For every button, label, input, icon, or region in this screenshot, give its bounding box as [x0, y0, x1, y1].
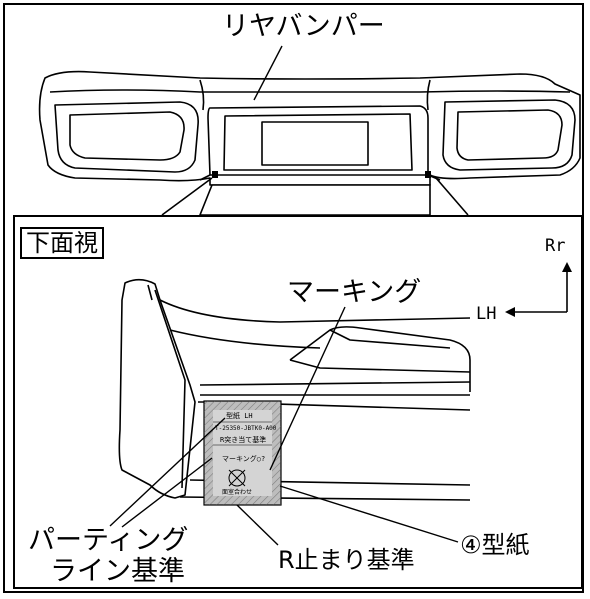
template-label: ④型紙 — [460, 531, 530, 559]
marking-label: マーキング — [287, 277, 422, 308]
parting-line-label-1: パーティング — [28, 525, 189, 556]
lh-direction-label: LH — [476, 304, 497, 324]
template-sheet-marking: マーキング○? — [222, 455, 266, 463]
rear-bumper-title: リヤバンパー — [222, 11, 385, 42]
rr-direction-label: Rr — [545, 236, 566, 256]
r-stop-reference-label: R止まり基準 — [278, 546, 415, 574]
template-sheet-reference: R突き当て基準 — [220, 436, 267, 444]
title-leader — [253, 45, 283, 101]
template-sheet-align: 面室合わせ — [222, 489, 253, 496]
bottom-view-frame — [13, 215, 583, 589]
template-sheet-title: 型紙 LH — [226, 412, 253, 420]
direction-arrows — [505, 262, 572, 317]
leader-lines — [109, 306, 459, 546]
right-marker — [425, 171, 431, 178]
outer-frame — [3, 3, 584, 593]
template-sheet — [203, 400, 282, 506]
rear-bumper-overview — [38, 70, 581, 186]
left-marker — [212, 171, 218, 178]
detail-projection — [161, 177, 469, 216]
parting-line-label-2: ライン基準 — [50, 556, 185, 587]
template-sheet-part-number: T-25350-JBTK0-A00 — [215, 425, 277, 432]
bottom-view-label: 下面視 — [20, 227, 104, 259]
